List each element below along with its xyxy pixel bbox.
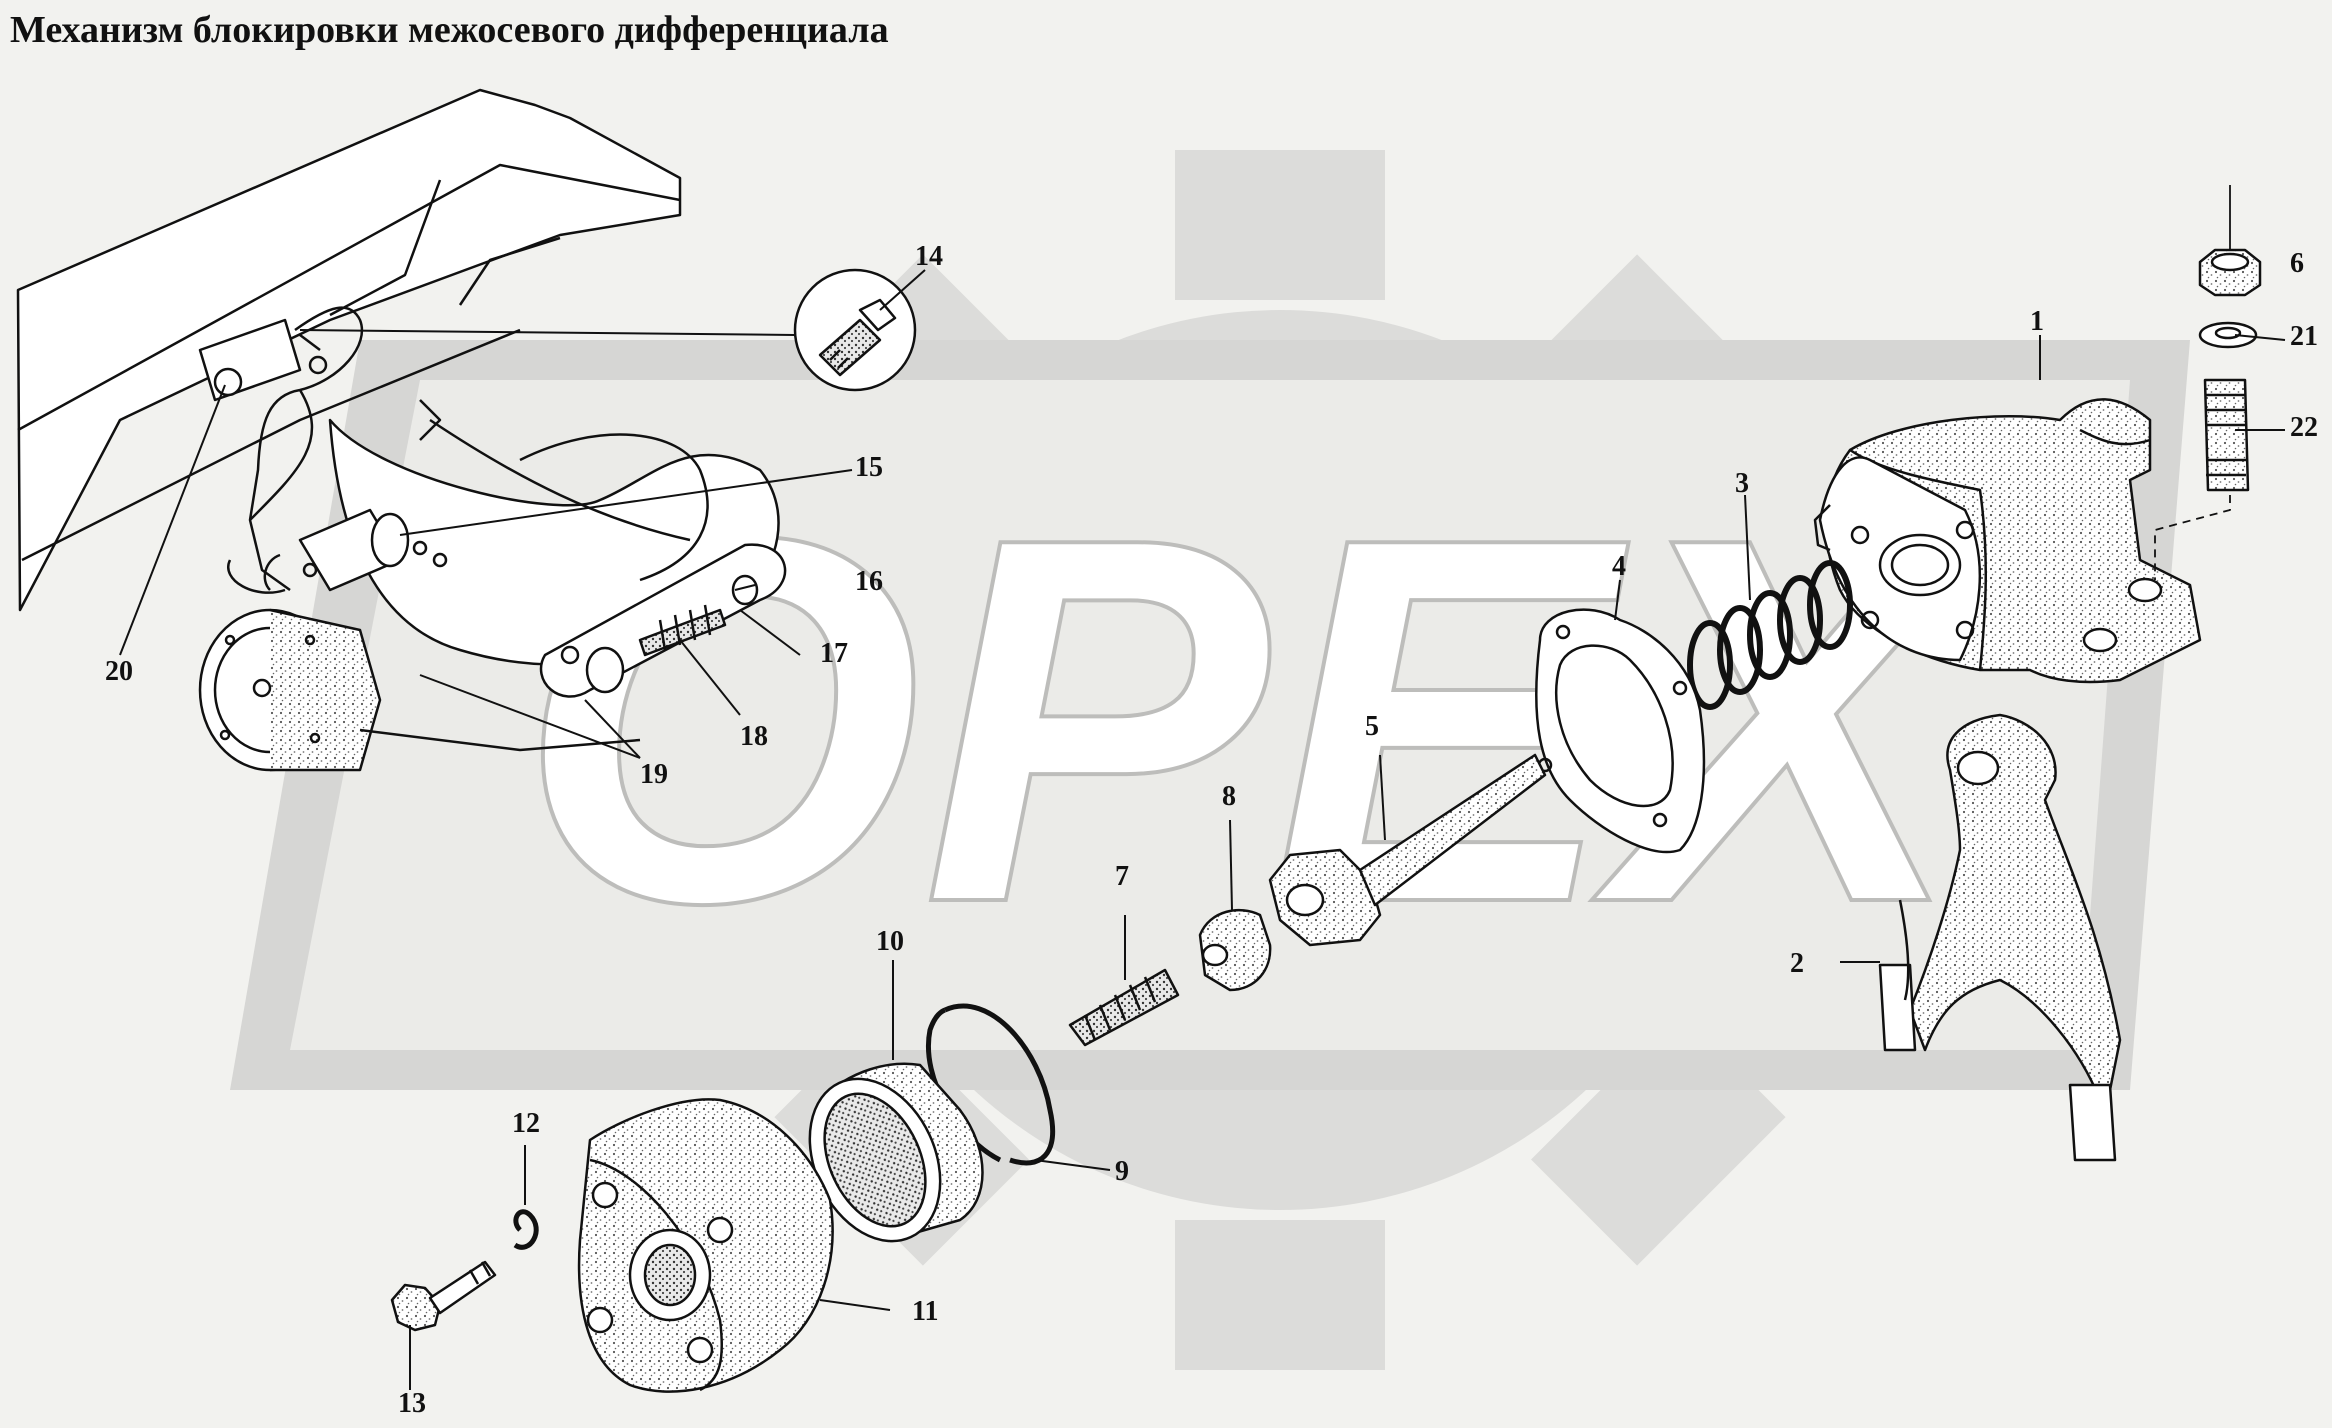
part-1-housing bbox=[1813, 398, 2202, 684]
part-14-fitting bbox=[793, 268, 917, 392]
label-20: 20 bbox=[105, 656, 133, 687]
label-12: 12 bbox=[512, 1108, 540, 1139]
part-3-spring bbox=[1687, 560, 1853, 710]
label-19: 19 bbox=[640, 759, 668, 790]
part-20-valve bbox=[198, 306, 364, 592]
valve-detail-inset bbox=[539, 543, 787, 698]
label-10: 10 bbox=[876, 926, 904, 957]
valve-flange bbox=[198, 608, 641, 772]
part-2-shift-fork bbox=[1878, 713, 2122, 1162]
page-title: Механизм блокировки межосевого дифференц… bbox=[10, 9, 889, 51]
label-16: 16 bbox=[855, 566, 883, 597]
label-21: 21 bbox=[2290, 321, 2318, 352]
label-2: 2 bbox=[1790, 948, 1804, 979]
part-8-nut bbox=[1198, 908, 1272, 992]
label-8: 8 bbox=[1222, 781, 1236, 812]
label-1: 1 bbox=[2030, 306, 2044, 337]
part-21-washer bbox=[2198, 321, 2258, 349]
label-6: 6 bbox=[2290, 248, 2304, 279]
label-7: 7 bbox=[1115, 861, 1129, 892]
label-18: 18 bbox=[740, 721, 768, 752]
label-14: 14 bbox=[915, 241, 943, 272]
label-22: 22 bbox=[2290, 412, 2318, 443]
label-11: 11 bbox=[912, 1296, 938, 1327]
leader-lines bbox=[119, 269, 2286, 1390]
part-15-valve bbox=[227, 508, 448, 594]
gearbox-housing bbox=[16, 88, 682, 612]
label-4: 4 bbox=[1612, 551, 1626, 582]
label-17: 17 bbox=[820, 638, 848, 669]
label-3: 3 bbox=[1735, 468, 1749, 499]
part-5-rod bbox=[1268, 753, 1547, 947]
label-9: 9 bbox=[1115, 1156, 1129, 1187]
part-11-cylinder-cover bbox=[577, 1098, 834, 1393]
part-6-nut bbox=[2198, 248, 2262, 297]
part-4-gasket bbox=[1535, 608, 1706, 854]
label-15: 15 bbox=[855, 452, 883, 483]
part-22-stud bbox=[2203, 378, 2250, 492]
label-13: 13 bbox=[398, 1388, 426, 1419]
part-10-piston bbox=[808, 1062, 984, 1243]
part-labels: 1 2 3 4 5 6 7 8 9 10 11 12 13 14 15 16 1… bbox=[105, 241, 2318, 1419]
part-12-washer bbox=[513, 1209, 539, 1250]
part-13-bolt bbox=[390, 1260, 497, 1332]
label-5: 5 bbox=[1365, 711, 1379, 742]
part-7-stud bbox=[1068, 968, 1180, 1047]
